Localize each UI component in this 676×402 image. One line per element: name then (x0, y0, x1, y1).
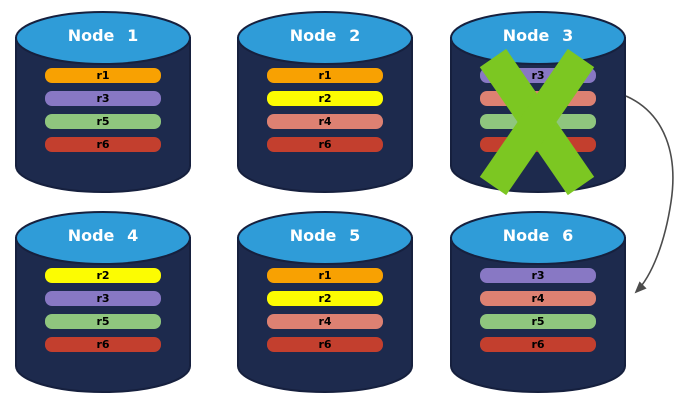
replica-bar: r4 (267, 114, 383, 129)
replica-bar: r2 (267, 91, 383, 106)
node-1: Node 1 r1 r3 r5 r6 (13, 8, 193, 198)
replica-bar: r2 (45, 268, 161, 283)
node-title: Node 6 (502, 226, 574, 245)
replica-bar: r3 (45, 291, 161, 306)
node-title: Node 5 (289, 226, 361, 245)
replica-bar: r1 (267, 68, 383, 83)
node-title: Node 3 (502, 26, 574, 45)
replica-bar: r4 (480, 291, 596, 306)
node-4: Node 4 r2 r3 r5 r6 (13, 208, 193, 398)
failure-cross-icon (479, 48, 595, 196)
node-5: Node 5 r1 r2 r4 r6 (235, 208, 415, 398)
node-3: Node 3 r3 (448, 8, 628, 198)
replica-bar: r6 (45, 337, 161, 352)
replica-bar: r5 (480, 314, 596, 329)
replica-bar: r4 (267, 314, 383, 329)
replica-bar: r6 (45, 137, 161, 152)
replica-bar: r5 (45, 114, 161, 129)
node-title: Node 4 (67, 226, 139, 245)
replica-bar: r6 (267, 137, 383, 152)
node-6: Node 6 r3 r4 r5 r6 (448, 208, 628, 398)
replica-bar: r2 (267, 291, 383, 306)
replica-bar: r6 (267, 337, 383, 352)
node-2: Node 2 r1 r2 r4 r6 (235, 8, 415, 198)
node-title: Node 2 (289, 26, 361, 45)
replica-bar: r1 (45, 68, 161, 83)
failover-arrow-path (625, 95, 674, 294)
replica-bar: r1 (267, 268, 383, 283)
replica-bar: r3 (45, 91, 161, 106)
replica-bar: r5 (45, 314, 161, 329)
replica-bar: r3 (480, 268, 596, 283)
node-title: Node 1 (67, 26, 139, 45)
replica-bar: r6 (480, 337, 596, 352)
